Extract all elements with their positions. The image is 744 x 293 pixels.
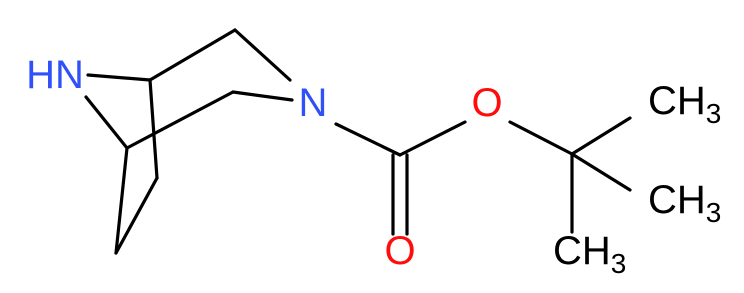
bond-nh-c1	[86, 73, 152, 82]
methyl-1-main: CH	[648, 79, 706, 123]
bonds	[84, 28, 632, 255]
bond-c1-c7	[148, 78, 159, 180]
atom-label-n: N	[299, 81, 328, 125]
bond-cq-me1	[570, 116, 632, 156]
methyl-3-sub: 3	[611, 248, 627, 279]
bond-c2-n	[233, 28, 292, 82]
atom-label-o-ester: O	[471, 81, 502, 125]
bond-o-ester-cq	[508, 120, 574, 156]
methyl-3-main: CH	[553, 229, 611, 273]
bond-cq-me2	[570, 152, 632, 192]
bond-n-carbonyl	[334, 122, 402, 157]
bond-carbonyl-o-ester	[398, 120, 467, 157]
atom-label-o-carbonyl: O	[384, 229, 415, 273]
atom-label-methyl-3: CH3	[553, 229, 626, 279]
bond-c5-nh	[84, 95, 129, 150]
methyl-2-sub: 3	[706, 197, 722, 228]
methyl-1-sub: 3	[706, 98, 722, 129]
bond-c7-c6	[114, 176, 159, 255]
atom-label-nh: HN	[26, 53, 84, 97]
methyl-2-main: CH	[648, 178, 706, 222]
bond-c5-c4	[125, 90, 235, 150]
bond-c4-n	[231, 90, 294, 102]
bond-c1-c2	[148, 28, 237, 82]
atom-label-methyl-2: CH3	[648, 178, 721, 228]
atom-label-methyl-1: CH3	[648, 79, 721, 129]
bond-c6-c5	[114, 146, 129, 255]
